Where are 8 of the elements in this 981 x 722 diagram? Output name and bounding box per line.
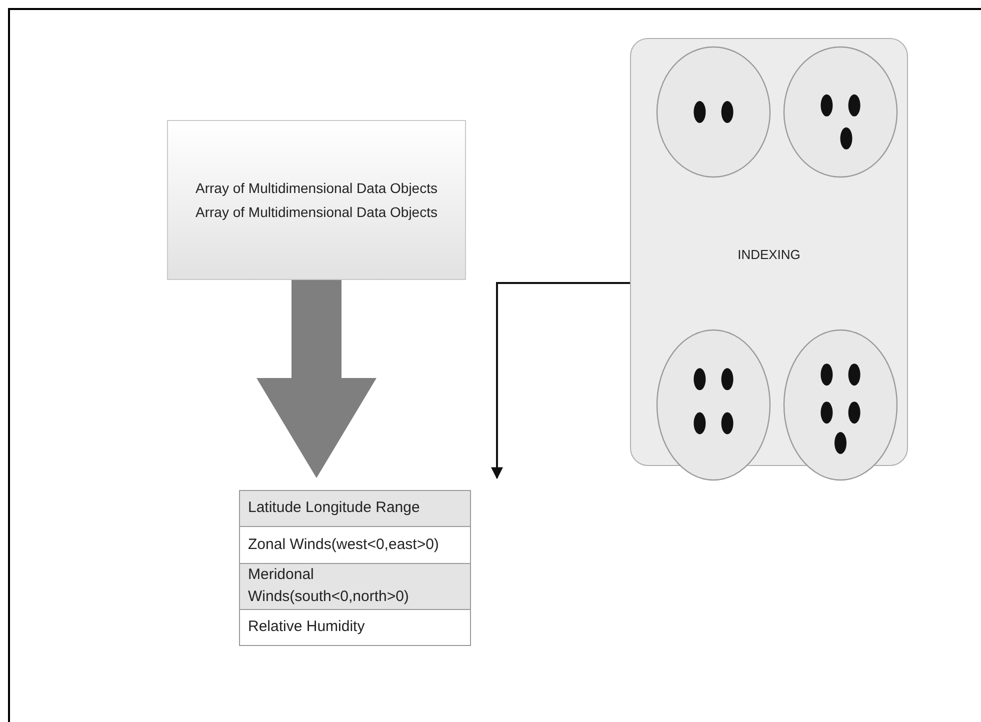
table-row: Meridonal Winds(south<0,north>0) bbox=[240, 562, 470, 609]
data-table bbox=[239, 490, 471, 646]
arrow bbox=[491, 282, 630, 480]
process-box bbox=[167, 120, 466, 280]
block-arrow bbox=[256, 280, 376, 478]
box-text: Array of Multidimensional Data Objects Array of Multidimensional Data Objects bbox=[194, 179, 438, 222]
panel-label: INDEXING bbox=[736, 246, 802, 264]
table-row: Latitude Longitude Range bbox=[240, 491, 470, 526]
